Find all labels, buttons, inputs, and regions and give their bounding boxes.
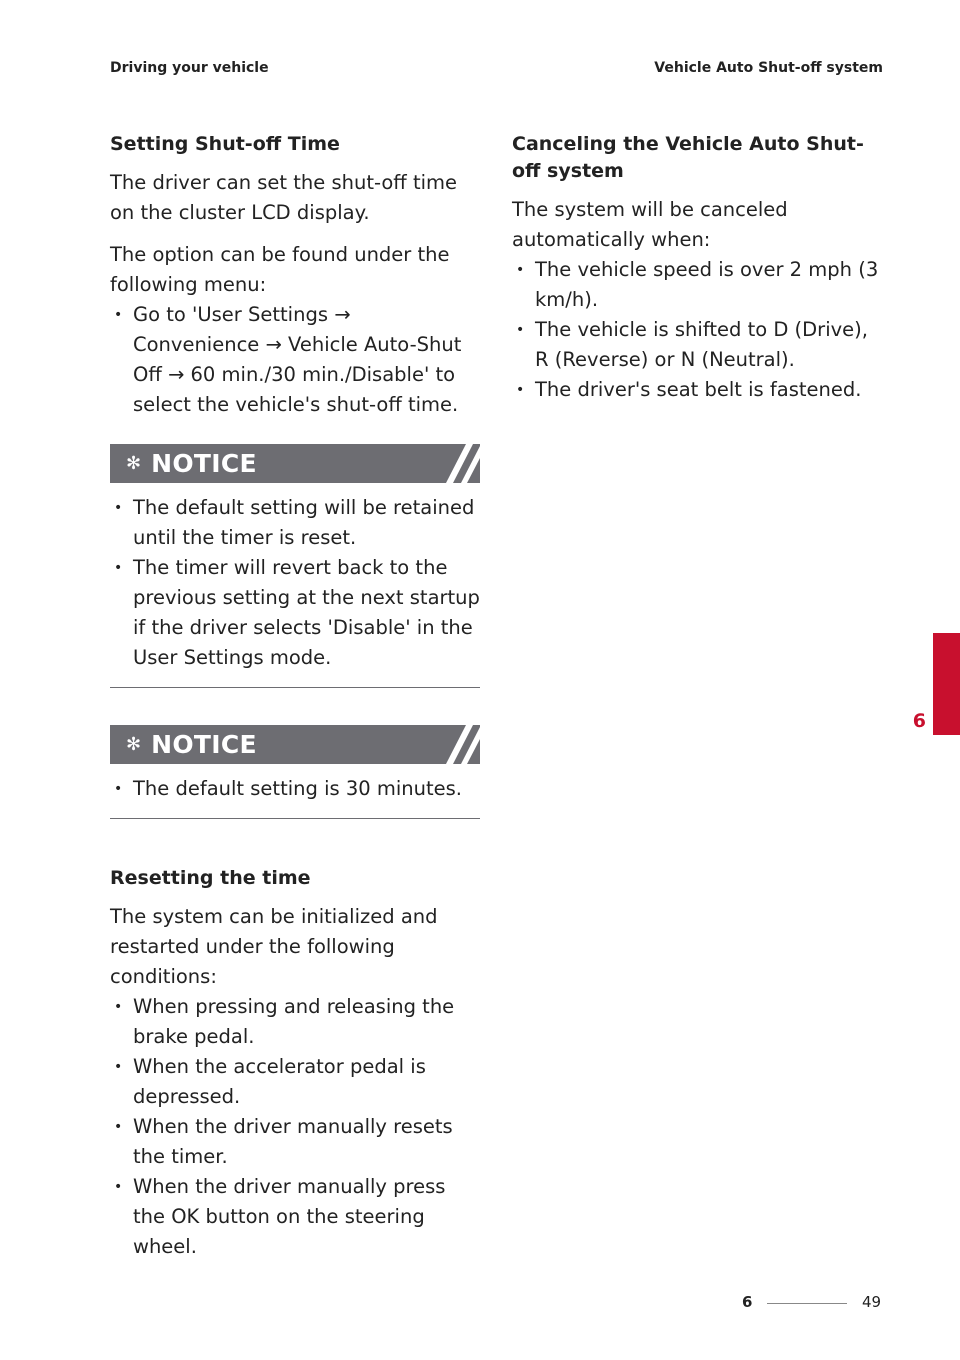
list-item: The driver's seat belt is fastened. (512, 375, 884, 405)
double-slash-icon (432, 444, 480, 483)
list-item: The timer will revert back to the previo… (110, 553, 480, 673)
notice-divider (110, 687, 480, 688)
paragraph: The driver can set the shut-off time on … (110, 171, 458, 224)
notice-banner: ✻ NOTICE (110, 725, 480, 764)
running-header-left: Driving your vehicle (110, 60, 269, 76)
list-item: When pressing and releasing the brake pe… (110, 992, 480, 1052)
list-item: When the accelerator pedal is depressed. (110, 1052, 480, 1112)
list-item: When the driver manually resets the time… (110, 1112, 480, 1172)
paragraph: The system can be initialized and restar… (110, 905, 438, 988)
section-title-resetting-time: Resetting the time (110, 867, 311, 889)
asterisk-icon: ✻ (126, 734, 142, 755)
footer-divider (767, 1303, 847, 1304)
bullet-list: Go to 'User Settings → Convenience → Veh… (110, 300, 480, 420)
list-item: Go to 'User Settings → Convenience → Veh… (110, 300, 480, 420)
chapter-tab (933, 633, 960, 735)
list-item: The default setting will be retained unt… (110, 493, 480, 553)
notice-list: The default setting is 30 minutes. (110, 774, 480, 804)
left-column: Setting Shut-off Time The driver can set… (110, 131, 480, 1262)
list-item: When the driver manually press the OK bu… (110, 1172, 480, 1262)
list-item: The default setting is 30 minutes. (110, 774, 480, 804)
chapter-tab-number: 6 (912, 710, 926, 732)
bullet-list: The vehicle speed is over 2 mph (3 km/h)… (512, 255, 884, 405)
notice-divider (110, 818, 480, 819)
bullet-list: When pressing and releasing the brake pe… (110, 992, 480, 1262)
footer-chapter-number: 6 (742, 1293, 753, 1311)
list-item: The vehicle speed is over 2 mph (3 km/h)… (512, 255, 884, 315)
notice-title: NOTICE (151, 449, 257, 478)
paragraph: The system will be canceled automaticall… (512, 198, 788, 251)
section-title-canceling: Canceling the Vehicle Auto Shut-off syst… (512, 133, 864, 182)
notice-banner: ✻ NOTICE (110, 444, 480, 483)
footer-page-number: 49 (862, 1293, 882, 1311)
notice-title: NOTICE (151, 730, 257, 759)
section-title-setting-shutoff: Setting Shut-off Time (110, 133, 340, 155)
notice-list: The default setting will be retained unt… (110, 493, 480, 673)
right-column: Canceling the Vehicle Auto Shut-off syst… (512, 131, 884, 405)
paragraph: The option can be found under the follow… (110, 243, 450, 296)
double-slash-icon (432, 725, 480, 764)
list-item: The vehicle is shifted to D (Drive), R (… (512, 315, 884, 375)
asterisk-icon: ✻ (126, 453, 142, 474)
running-header-right: Vehicle Auto Shut-off system (654, 60, 883, 76)
